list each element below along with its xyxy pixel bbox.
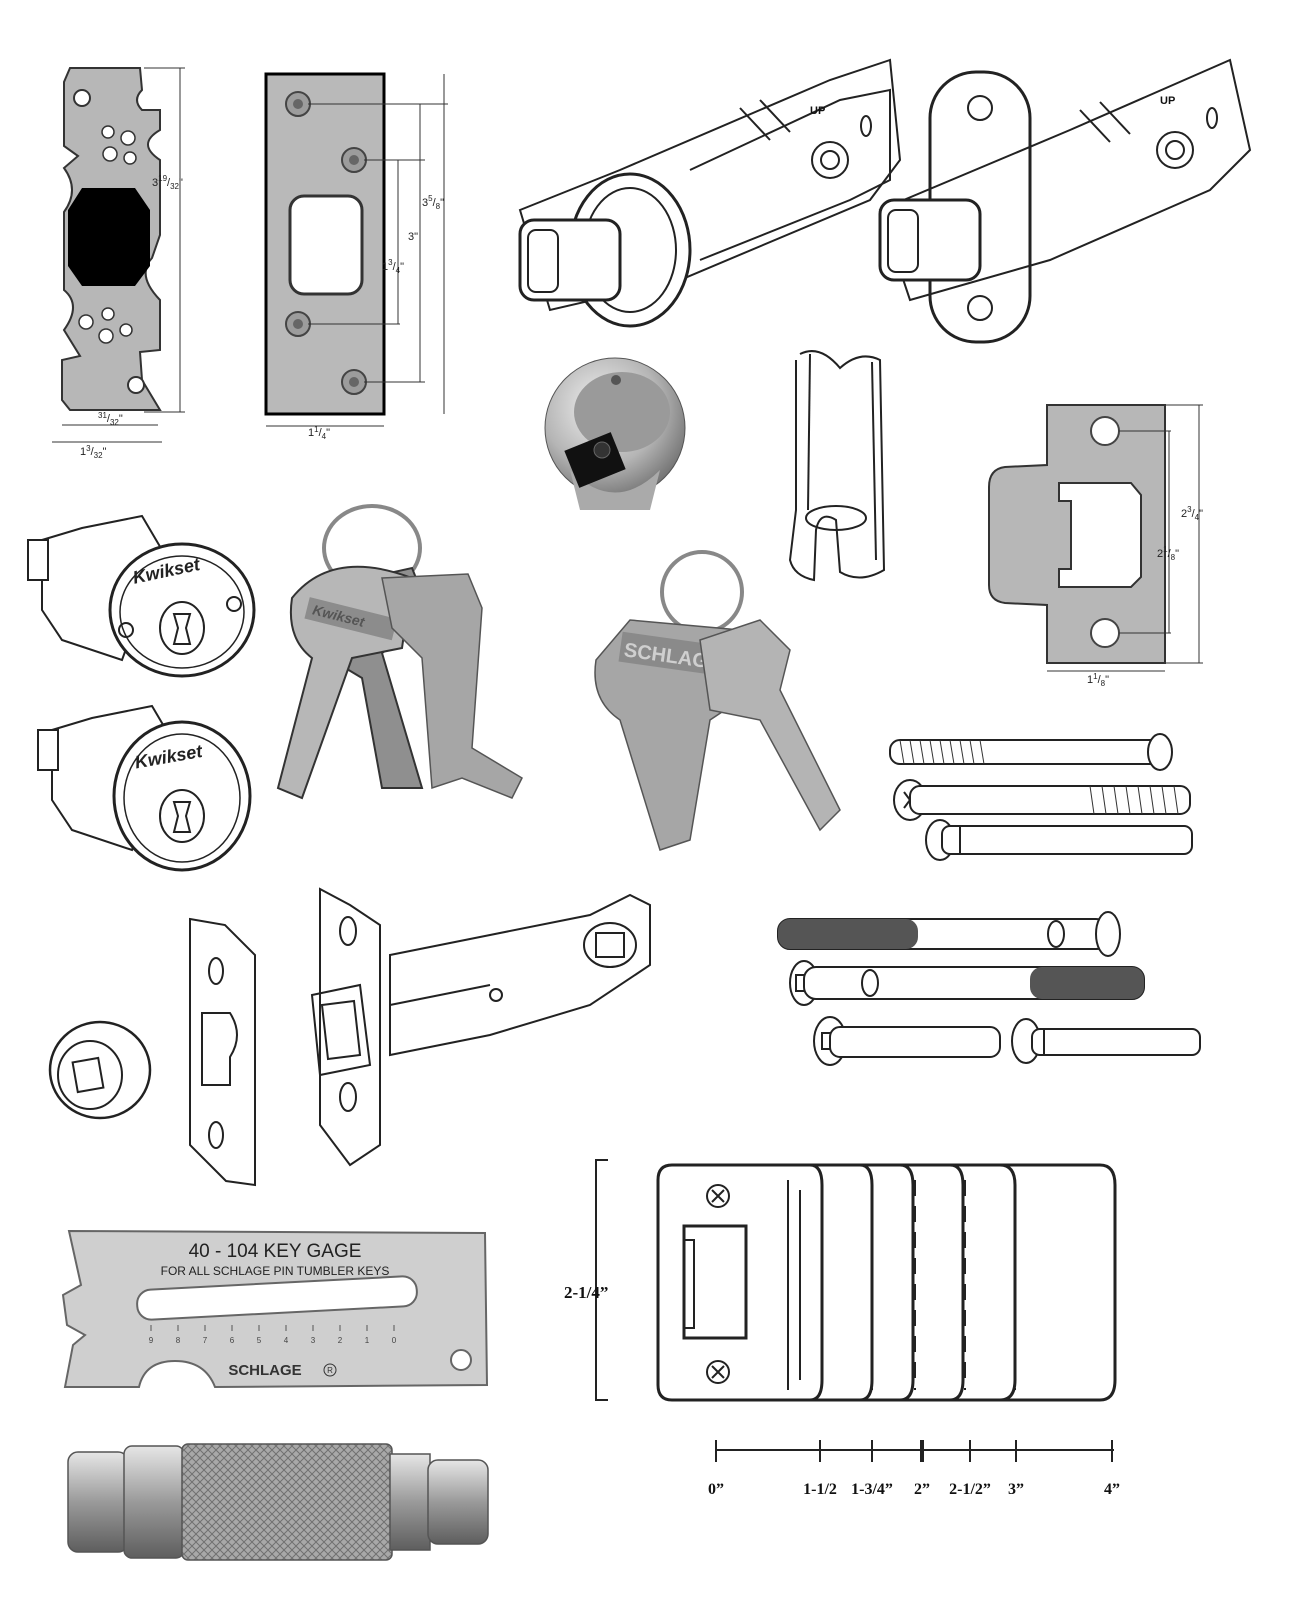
key-gage-scale-label: 7 [203, 1336, 208, 1345]
deadbolt-latch-assemblies: UP UP [510, 40, 1270, 350]
schlage-keys-photo: SCHLAGE [590, 540, 850, 851]
tubular-latch-diagram [30, 885, 670, 1195]
lip-chart-scale-label: 1-1/2 [803, 1481, 837, 1498]
key-gage-scale-label: 4 [284, 1336, 289, 1345]
strike-outer-height-label: 35/8" [422, 194, 444, 211]
key-gage-scale-label: 6 [230, 1336, 235, 1345]
knurled-cylinder-tool [60, 1430, 500, 1580]
latch-sleeve-diagram [780, 340, 900, 600]
latch-strike-diagram: 23/4" 21/8" 11/8" [975, 395, 1215, 688]
plate-outer-width-label: 13/32" [80, 444, 107, 460]
kwikset-cylinder-1: Kwikset [27, 514, 256, 678]
latch-strike-outer-height-label: 23/4" [1181, 505, 1203, 522]
short-sleeve-b [1011, 1018, 1201, 1064]
latch-strike-opening [1058, 482, 1142, 588]
up-label-1: UP [810, 105, 825, 117]
key-gage-scale: 9 8 7 6 5 4 3 2 1 0 [149, 1325, 397, 1345]
kwikset-cylinder-2: Kwikset [37, 704, 252, 872]
plate-inner-width-label: 31/32" [98, 411, 123, 427]
faceplate-radius [189, 917, 256, 1187]
drive-in-latch-photo [540, 350, 690, 520]
lip-chart-scale-label: 2-1/2” [949, 1481, 991, 1498]
key-ring-icon [660, 550, 744, 634]
strike-inner-height-label: 13/4" [382, 258, 404, 275]
long-screw-a [777, 911, 1121, 957]
strike-lip-chart: 2-1/4” 0” 1-1/2 1-3/4” 2” 2-1/2” 3” 4” [560, 1150, 1160, 1570]
strike-middle-height-label: 3" [408, 231, 418, 243]
lip-chart-scale-label: 4” [1104, 1481, 1120, 1498]
drive-in-collar [48, 1020, 152, 1120]
lip-chart-scale-label: 0” [708, 1481, 724, 1498]
schlage-key-gage: 40 - 104 KEY GAGE FOR ALL SCHLAGE PIN TU… [55, 1225, 495, 1395]
deadbolt-bore-hole [68, 188, 150, 286]
strike-bolt-opening [288, 194, 364, 296]
deadbolt-latch-round-face: UP [518, 58, 902, 328]
kwikset-keys-photo: Kwikset [272, 488, 542, 808]
strike-width-label: 11/4" [308, 425, 330, 441]
key-gage-scale-label: 1 [365, 1336, 370, 1345]
plate-height-label: 319/32" [152, 174, 183, 191]
strike-plate-shape [264, 72, 386, 416]
tubular-latch-body [310, 887, 651, 1167]
screws-set-1 [880, 728, 1200, 870]
sleeve-screw [925, 819, 1193, 861]
up-label-2: UP [1160, 95, 1175, 107]
key-gage-title: 40 - 104 KEY GAGE [189, 1241, 362, 1262]
deadbolt-latch-rectangular-plate: UP [878, 58, 1252, 344]
threaded-screw-2 [893, 779, 1191, 821]
lip-chart-scale-label: 3” [1008, 1481, 1024, 1498]
kwikset-cylinders: Kwikset Kwikset [22, 510, 256, 890]
key-gage-scale-label: 5 [257, 1336, 262, 1345]
screws-set-2 [770, 905, 1210, 1085]
lip-chart-scale-label: 1-3/4” [851, 1481, 893, 1498]
deadbolt-strike-diagram: 35/8" 3" 13/4" 11/4" [260, 70, 460, 441]
latch-strike-width-label: 11/8" [1087, 672, 1109, 688]
long-screw-b [789, 960, 1145, 1006]
lip-chart-scale-label: 2” [914, 1481, 930, 1498]
threaded-screw-1 [889, 733, 1173, 771]
key-gage-scale-label: 3 [311, 1336, 316, 1345]
key-gage-scale-label: 2 [338, 1336, 343, 1345]
short-sleeve-a [813, 1016, 1001, 1066]
key-gage-scale-label: 9 [149, 1336, 154, 1345]
key-gage-registered: R [327, 1366, 333, 1375]
key-gage-scale-label: 0 [392, 1336, 397, 1345]
lip-chart-height-label: 2-1/4” [564, 1283, 608, 1302]
key-gage-subtitle: FOR ALL SCHLAGE PIN TUMBLER KEYS [161, 1264, 390, 1278]
key-gage-scale-label: 8 [176, 1336, 181, 1345]
deadbolt-plate-diagram: 319/32" 31/32" 13/32" [40, 60, 200, 460]
latch-strike-inner-height-label: 21/8" [1157, 545, 1179, 562]
key-gage-brand: SCHLAGE [228, 1362, 301, 1379]
lip-chart-ruler: 0” 1-1/2 1-3/4” 2” 2-1/2” 3” 4” [708, 1440, 1120, 1498]
